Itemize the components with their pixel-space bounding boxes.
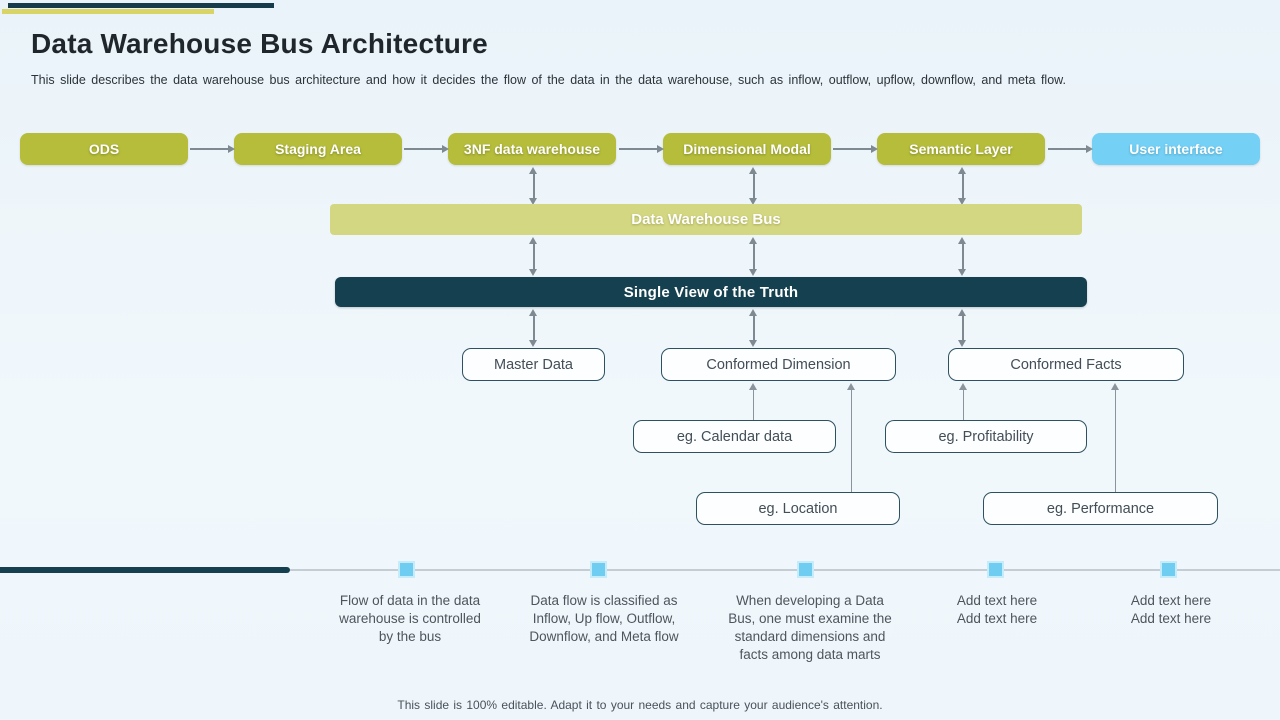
box-conformed-dimension: Conformed Dimension — [661, 348, 896, 381]
pipeline-box-semantic-layer: Semantic Layer — [877, 133, 1045, 165]
pipeline-box-ods: ODS — [20, 133, 188, 165]
right-arrow-icon — [190, 145, 235, 153]
right-arrow-icon — [619, 145, 664, 153]
double-arrow-icon — [958, 167, 967, 205]
double-arrow-icon — [958, 309, 967, 347]
pipeline-box-user-interface: User interface — [1092, 133, 1260, 165]
pipeline-box-staging-area: Staging Area — [234, 133, 402, 165]
note-flow-types: Data flow is classified as Inflow, Up fl… — [529, 593, 679, 644]
pipeline-box-3nf-warehouse: 3NF data warehouse — [448, 133, 616, 165]
divider-line — [290, 569, 1280, 571]
box-eg-location: eg. Location — [696, 492, 900, 525]
note-data-bus-design: When developing a Data Bus, one must exa… — [728, 593, 892, 662]
box-master-data: Master Data — [462, 348, 605, 381]
accent-bar-dark — [8, 3, 274, 8]
right-arrow-icon — [404, 145, 449, 153]
timeline-marker-icon — [987, 561, 1004, 578]
note-placeholder-1: Add text here Add text here — [956, 593, 1038, 626]
box-eg-calendar-data: eg. Calendar data — [633, 420, 836, 453]
single-view-of-truth-bar: Single View of the Truth — [335, 277, 1087, 307]
double-arrow-icon — [749, 309, 758, 347]
timeline-marker-icon — [1160, 561, 1177, 578]
up-arrow-icon — [847, 383, 856, 492]
note-placeholder-2: Add text here Add text here — [1130, 593, 1212, 626]
box-eg-performance: eg. Performance — [983, 492, 1218, 525]
double-arrow-icon — [529, 167, 538, 205]
pipeline-box-dimensional: Dimensional Modal — [663, 133, 831, 165]
accent-bar-yellow — [2, 9, 214, 14]
double-arrow-icon — [749, 237, 758, 276]
double-arrow-icon — [529, 237, 538, 276]
note-bus-flow: Flow of data in the data warehouse is co… — [339, 593, 481, 644]
divider-accent — [0, 567, 290, 573]
timeline-marker-icon — [398, 561, 415, 578]
slide-description: This slide describes the data warehouse … — [31, 73, 1066, 87]
right-arrow-icon — [833, 145, 878, 153]
double-arrow-icon — [749, 167, 758, 205]
double-arrow-icon — [958, 237, 967, 276]
up-arrow-icon — [749, 383, 758, 420]
editable-note: This slide is 100% editable. Adapt it to… — [397, 698, 883, 712]
box-eg-profitability: eg. Profitability — [885, 420, 1087, 453]
box-conformed-facts: Conformed Facts — [948, 348, 1184, 381]
page-title: Data Warehouse Bus Architecture — [31, 28, 488, 59]
timeline-marker-icon — [590, 561, 607, 578]
right-arrow-icon — [1048, 145, 1093, 153]
up-arrow-icon — [959, 383, 968, 420]
data-warehouse-bus-bar: Data Warehouse Bus — [330, 204, 1082, 235]
double-arrow-icon — [529, 309, 538, 347]
up-arrow-icon — [1111, 383, 1120, 492]
timeline-marker-icon — [797, 561, 814, 578]
